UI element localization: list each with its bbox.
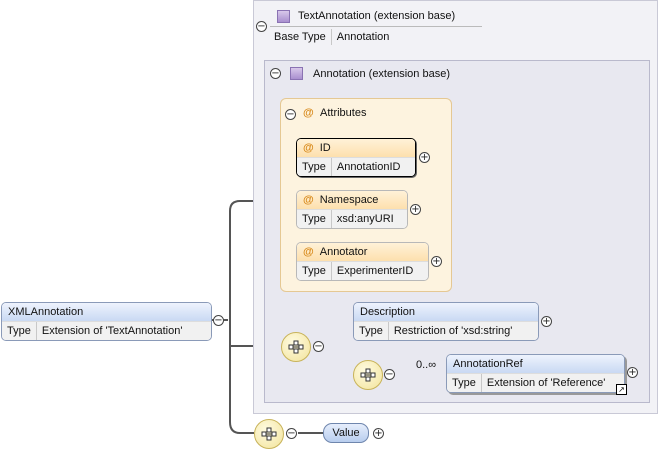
expand-icon[interactable]: + [373, 428, 384, 439]
annotation-title: Annotation (extension base) [313, 68, 450, 80]
sequence-compositor-icon[interactable] [281, 332, 311, 362]
type-value: Extension of 'Reference' [486, 377, 606, 389]
sequence-compositor-icon[interactable] [353, 360, 383, 390]
sequence-collapse-icon[interactable]: − [286, 428, 297, 439]
attributes-at-icon: @ [303, 107, 314, 119]
attributes-title: Attributes [320, 107, 367, 119]
annotation-ref-name: AnnotationRef [447, 355, 624, 373]
type-label: Type [297, 210, 332, 228]
type-label: Type [297, 262, 332, 280]
attribute-namespace[interactable]: @ Namespace Type xsd:anyURI [296, 190, 408, 229]
xml-annotation-element[interactable]: XMLAnnotation Type Extension of 'TextAnno… [1, 302, 212, 341]
annotation-collapse-icon[interactable]: − [270, 68, 281, 79]
text-annotation-collapse-icon[interactable]: − [256, 21, 267, 32]
expand-icon[interactable]: + [431, 256, 442, 267]
attribute-id[interactable]: @ ID Type AnnotationID [296, 138, 416, 177]
value-element[interactable]: Value [323, 423, 369, 443]
type-label: Type [447, 374, 482, 392]
attribute-at-icon: @ [303, 246, 314, 258]
type-label: Type [2, 322, 37, 340]
text-annotation-title: TextAnnotation (extension base) [298, 10, 456, 22]
attribute-at-icon: @ [303, 194, 314, 206]
complex-type-icon [290, 67, 303, 80]
description-name: Description [354, 303, 538, 321]
reference-arrow-icon[interactable]: ↗ [616, 384, 627, 395]
sequence-collapse-icon[interactable]: − [313, 341, 324, 352]
xml-annotation-name: XMLAnnotation [2, 303, 211, 321]
base-type-value: Annotation [336, 31, 390, 43]
sequence-collapse-icon[interactable]: − [384, 369, 395, 380]
sequence-compositor-icon[interactable] [254, 419, 284, 449]
xml-annotation-collapse-icon[interactable]: − [213, 315, 224, 326]
expand-icon[interactable]: + [541, 316, 552, 327]
attributes-collapse-icon[interactable]: − [285, 109, 296, 120]
occurrence-label: 0..∞ [416, 359, 437, 371]
annotation-ref-element[interactable]: AnnotationRef Type Extension of 'Referenc… [446, 354, 625, 393]
type-value: Extension of 'TextAnnotation' [41, 325, 183, 337]
type-label: Type [297, 158, 332, 176]
attribute-at-icon: @ [303, 142, 314, 154]
attribute-annotator[interactable]: @ Annotator Type ExperimenterID [296, 242, 429, 281]
complex-type-icon [277, 10, 290, 23]
type-value: AnnotationID [336, 161, 401, 173]
description-element[interactable]: Description Type Restriction of 'xsd:stri… [353, 302, 539, 341]
base-type-row: Base Type Annotation [270, 29, 394, 45]
expand-icon[interactable]: + [419, 152, 430, 163]
text-annotation-divider [270, 26, 482, 27]
type-value: Restriction of 'xsd:string' [393, 325, 513, 337]
expand-icon[interactable]: + [627, 367, 638, 378]
attribute-name: Annotator [319, 246, 368, 258]
attribute-name: Namespace [319, 194, 379, 206]
type-value: xsd:anyURI [336, 213, 394, 225]
type-label: Type [354, 322, 389, 340]
base-type-label: Base Type [270, 29, 332, 45]
expand-icon[interactable]: + [410, 204, 421, 215]
attribute-name: ID [319, 142, 331, 154]
type-value: ExperimenterID [336, 265, 414, 277]
